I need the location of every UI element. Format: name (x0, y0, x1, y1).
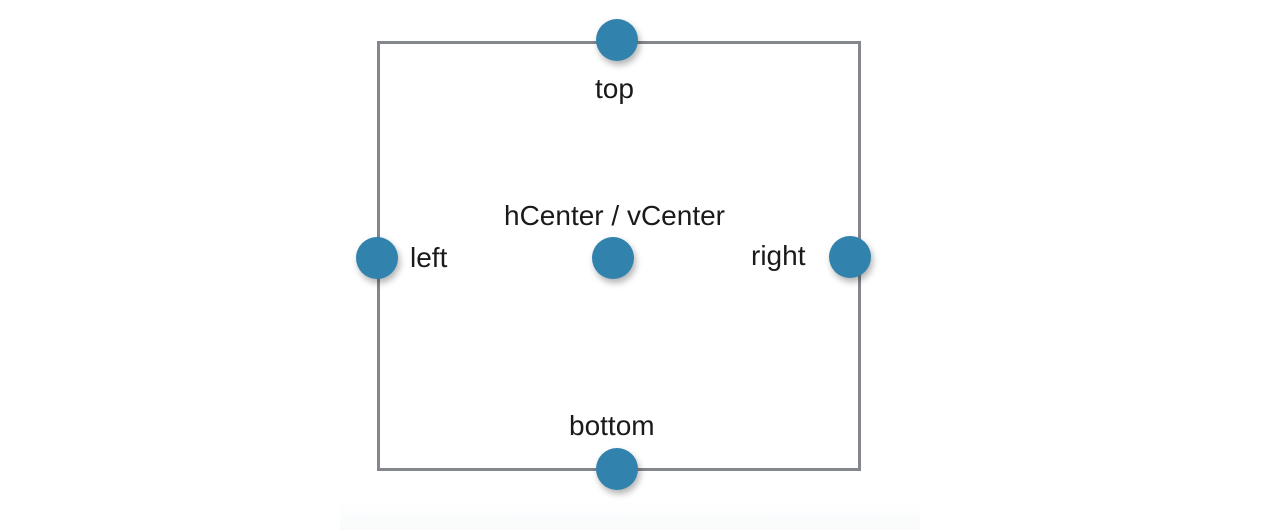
anchor-label-right: right (751, 240, 806, 271)
anchor-handle-right[interactable] (829, 236, 871, 278)
anchor-handle-top[interactable] (596, 19, 638, 61)
anchor-label-bottom: bottom (569, 410, 655, 441)
anchor-handle-bottom[interactable] (596, 448, 638, 490)
anchor-label-center: hCenter / vCenter (504, 200, 725, 231)
anchor-handle-left[interactable] (356, 237, 398, 279)
bottom-gradient-band (340, 500, 920, 530)
anchor-label-left: left (410, 242, 448, 273)
anchor-label-top: top (595, 73, 634, 104)
anchor-handle-center[interactable] (592, 237, 634, 279)
